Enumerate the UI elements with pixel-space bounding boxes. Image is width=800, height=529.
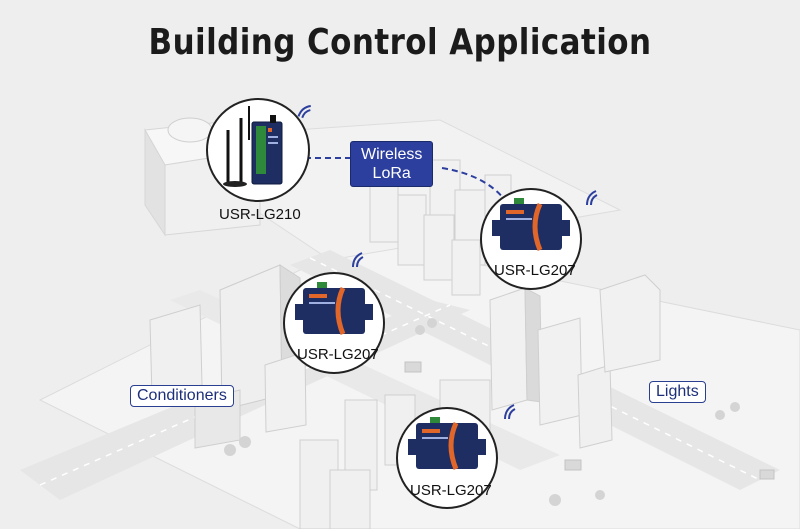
node-circle	[283, 272, 385, 374]
node-circle	[480, 188, 582, 290]
trees	[224, 318, 740, 506]
node-device-icon	[295, 282, 373, 335]
wifi-icon	[504, 404, 516, 420]
lora-line2: LoRa	[372, 165, 411, 182]
wifi-icon	[352, 252, 364, 268]
lora-line1: Wireless	[361, 146, 423, 163]
node-label: USR-LG207	[494, 262, 576, 279]
conditioners-tag: Conditioners	[130, 385, 234, 407]
node-label: USR-LG207	[297, 346, 379, 363]
gateway-device-icon	[223, 106, 283, 187]
page-title: Building Control Application	[148, 22, 652, 63]
wireless-lora-label: Wireless LoRa	[350, 141, 434, 187]
node-circle	[396, 407, 498, 509]
node-device-icon	[492, 198, 570, 251]
wifi-icon	[586, 190, 598, 206]
gateway-circle	[206, 98, 310, 202]
node-label: USR-LG207	[410, 482, 492, 499]
wifi-icon	[297, 104, 311, 119]
lights-tag: Lights	[649, 381, 706, 403]
node-device-icon	[408, 417, 486, 470]
gateway-label: USR-LG210	[219, 206, 301, 223]
vehicles	[404, 361, 775, 480]
building-group-right	[489, 274, 661, 449]
